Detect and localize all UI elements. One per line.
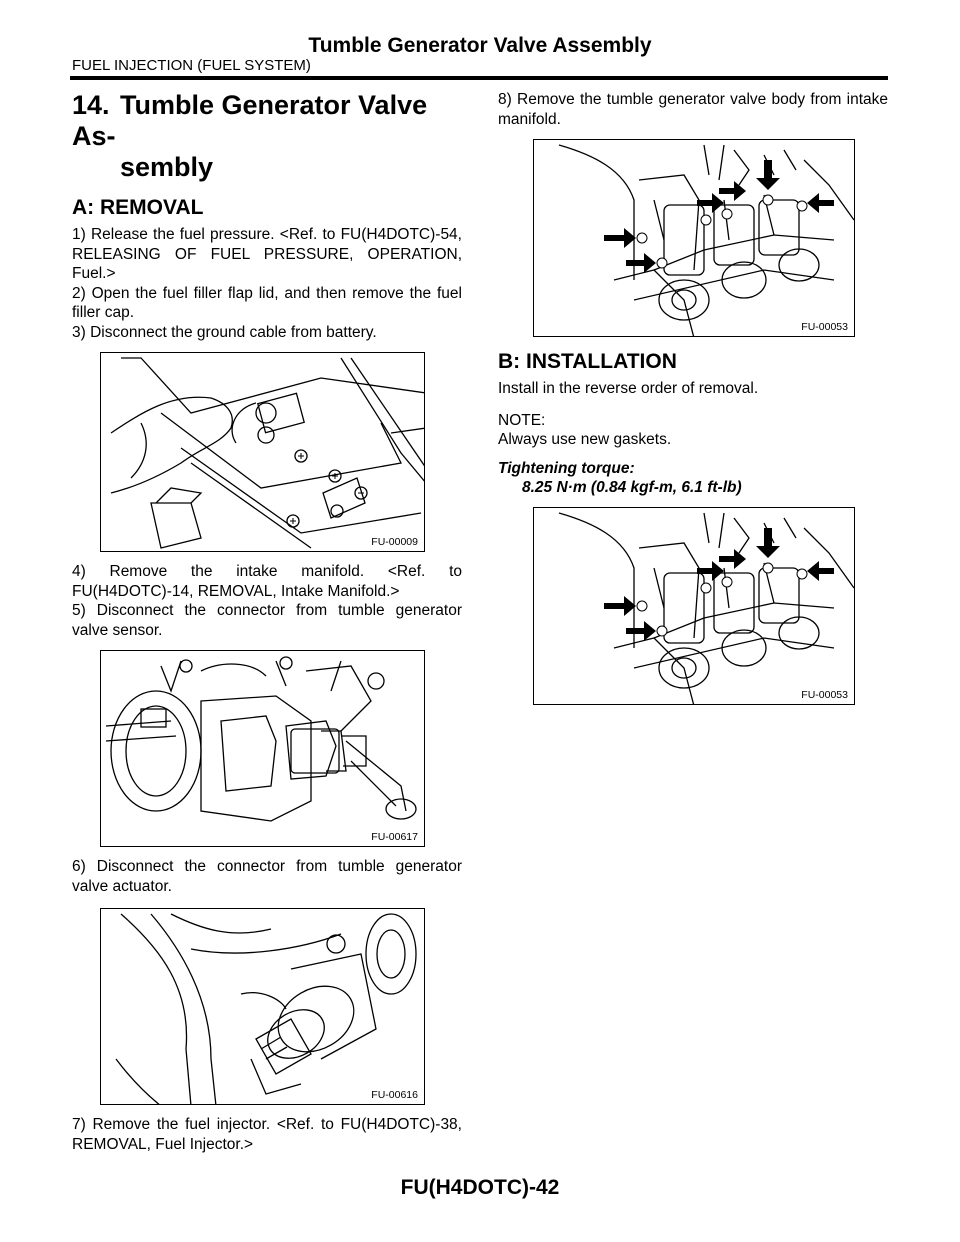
note-text: Always use new gaskets. — [498, 430, 672, 448]
tgv-body-installation-illustration — [558, 512, 854, 704]
step-4: 4) Remove the intake manifold. <Ref. to … — [72, 563, 462, 600]
page-footer: FU(H4DOTC)-42 — [400, 1176, 560, 1199]
removal-heading: A: REMOVAL — [72, 196, 204, 219]
step-8: 8) Remove the tumble generator valve bod… — [498, 91, 888, 128]
figure-tgv-sensor: FU-00617 — [100, 650, 425, 847]
section-title: 14.Tumble Generator Valve As- sembly — [72, 90, 462, 183]
right-column: 8) Remove the tumble generator valve bod… — [498, 90, 888, 705]
left-column: 14.Tumble Generator Valve As- sembly A: … — [72, 84, 462, 1154]
page-header-section: FUEL INJECTION (FUEL SYSTEM) — [72, 57, 311, 74]
section-number: 14. — [72, 90, 110, 120]
step-2: 2) Open the fuel filler flap lid, and th… — [72, 284, 462, 322]
figure-id: FU-00053 — [801, 689, 848, 701]
figure-tgv-body: FU-00053 — [533, 139, 855, 337]
figure-id: FU-00616 — [371, 1089, 418, 1101]
torque-value: 8.25 N·m (0.84 kgf-m, 6.1 ft-lb) — [522, 479, 742, 496]
section-title-line1: Tumble Generator Valve As- — [72, 90, 428, 151]
torque-label: Tightening torque: — [498, 460, 635, 477]
figure-tgv-body-installation: FU-00053 — [533, 507, 855, 705]
step-6: 6) Disconnect the connector from tumble … — [72, 858, 462, 895]
note-label: NOTE: — [498, 411, 546, 429]
installation-heading: B: INSTALLATION — [498, 350, 677, 373]
figure-id: FU-00053 — [801, 321, 848, 333]
installation-text: Install in the reverse order of removal. — [498, 380, 759, 397]
tgv-sensor-illustration — [105, 656, 417, 822]
figure-id: FU-00009 — [371, 536, 418, 548]
step-1: 1) Release the fuel pressure. <Ref. to F… — [72, 226, 462, 282]
step-7: 7) Remove the fuel injector. <Ref. to FU… — [72, 1116, 462, 1153]
figure-battery: FU-00009 — [100, 352, 425, 552]
battery-illustration — [110, 357, 424, 549]
figure-id: FU-00617 — [371, 831, 418, 843]
step-3: 3) Disconnect the ground cable from batt… — [72, 323, 377, 341]
tgv-body-illustration — [558, 144, 854, 336]
tgv-actuator-illustration — [115, 913, 417, 1104]
page-header-title: Tumble Generator Valve Assembly — [308, 34, 652, 57]
header-rule — [70, 76, 888, 80]
section-title-line2: sembly — [120, 152, 214, 182]
figure-tgv-actuator: FU-00616 — [100, 908, 425, 1105]
step-5: 5) Disconnect the connector from tumble … — [72, 602, 462, 639]
